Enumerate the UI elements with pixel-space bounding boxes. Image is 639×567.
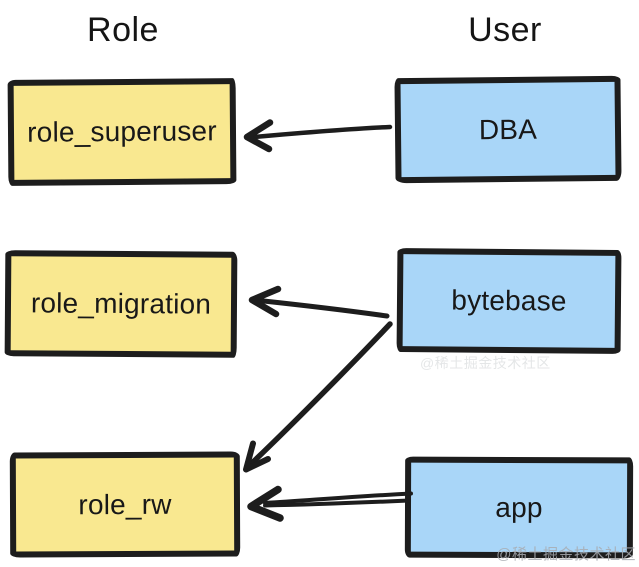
arrow-bytebase-to-role-migration	[248, 285, 390, 319]
node-role-superuser: role_superuser	[7, 78, 237, 186]
column-header-user: User	[468, 11, 542, 49]
arrow-app-to-role-rw	[247, 485, 413, 522]
watermark: @稀土掘金技术社区	[496, 546, 636, 563]
node-bytebase: bytebase	[396, 248, 622, 354]
node-dba-label: DBA	[478, 113, 538, 145]
column-header-role: Role	[87, 11, 159, 49]
arrow-bytebase-to-role-rw	[243, 321, 393, 473]
node-role-rw-label: role_rw	[78, 488, 172, 520]
node-role-migration-label: role_migration	[30, 287, 212, 320]
arrow-dba-to-role-superuser	[243, 119, 393, 153]
node-role-rw: role_rw	[9, 451, 241, 558]
node-dba: DBA	[394, 75, 622, 184]
node-role-migration: role_migration	[4, 250, 238, 358]
watermark-faint: @稀土掘金技术社区	[420, 355, 551, 371]
node-bytebase-label: bytebase	[451, 284, 567, 317]
node-role-superuser-label: role_superuser	[27, 115, 217, 148]
node-app-label: app	[495, 491, 543, 523]
